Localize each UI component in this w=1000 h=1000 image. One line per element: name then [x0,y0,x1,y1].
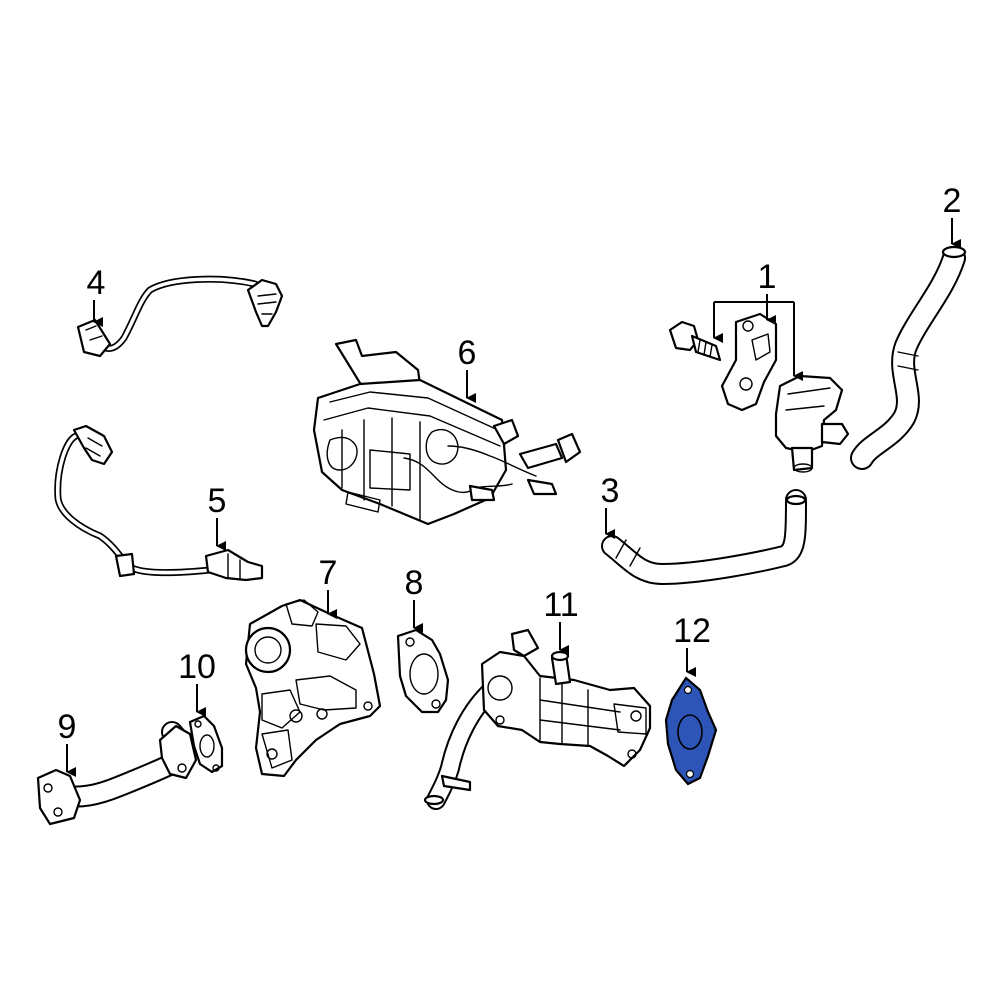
callout-5: 5 [208,482,227,551]
part-1-vacuum-valve-assembly[interactable] [668,312,850,473]
part-5-oxygen-sensor[interactable] [54,424,264,582]
part-9-egr-pipe[interactable] [36,721,198,826]
callout-2: 2 [943,182,962,249]
callout-label-2: 2 [943,182,962,220]
callout-7: 7 [319,554,338,619]
callout-label-8: 8 [405,564,424,602]
part-4-oxygen-sensor[interactable] [76,275,284,358]
part-6-charcoal-canister[interactable] [312,338,582,526]
part-10-gasket[interactable] [188,714,224,774]
callout-4: 4 [87,264,106,327]
part-11-egr-cooler[interactable] [423,628,652,810]
callout-label-12: 12 [673,612,711,650]
part-12-gasket-highlighted[interactable] [664,676,718,786]
callout-label-9: 9 [58,708,77,746]
part-3-pipe[interactable] [601,489,807,585]
callout-11: 11 [543,586,579,655]
part-2-hose[interactable] [850,245,967,470]
callout-6: 6 [458,334,477,403]
callout-10: 10 [178,648,216,717]
callout-label-1: 1 [758,258,777,296]
callout-3: 3 [601,472,620,539]
callout-label-10: 10 [178,648,216,686]
callout-label-5: 5 [208,482,227,520]
callout-label-3: 3 [601,472,620,510]
callout-label-7: 7 [319,554,338,592]
callout-8: 8 [405,564,424,633]
callout-label-6: 6 [458,334,477,372]
callout-9: 9 [58,708,77,777]
callout-label-4: 4 [87,264,106,302]
callout-label-11: 11 [543,586,578,624]
part-7-egr-valve[interactable] [244,598,382,778]
callout-1: 1 [713,258,803,381]
part-8-gasket[interactable] [396,628,450,714]
callout-12: 12 [673,612,711,677]
